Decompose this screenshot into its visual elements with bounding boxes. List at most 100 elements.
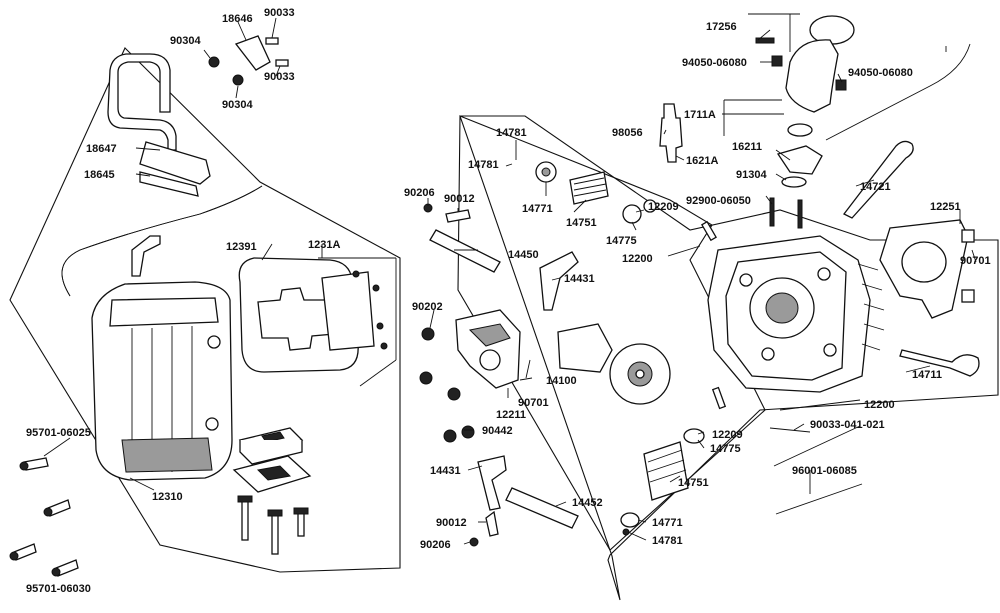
nut-90304a xyxy=(208,56,220,68)
label-14771: 14771 xyxy=(522,203,553,215)
cam-nuts xyxy=(419,327,475,443)
cylinder-head xyxy=(707,235,885,393)
label-14452: 14452 xyxy=(572,497,603,509)
label-17256: 17256 xyxy=(706,21,737,33)
cylinder-head-cover xyxy=(91,281,233,481)
label-14781: 14781 xyxy=(496,127,527,139)
gasket-16211 xyxy=(776,145,823,175)
head-gasket-bore xyxy=(901,241,947,283)
leader-lines xyxy=(43,17,977,577)
label-12211: 12211 xyxy=(496,409,526,421)
label-18646: 18646 xyxy=(222,13,253,25)
valve-guide-upper xyxy=(701,220,717,242)
camshaft xyxy=(557,323,671,405)
label-16211: 16211 xyxy=(732,141,762,153)
spark-plug xyxy=(659,103,683,163)
label-90442: 90442 xyxy=(482,425,513,437)
label-90701: 90701 xyxy=(518,397,549,409)
breather-pipe xyxy=(107,53,211,197)
breather-hose-inner xyxy=(61,185,263,297)
label-14781: 14781 xyxy=(468,159,499,171)
label-90033: 90033 xyxy=(264,7,295,19)
cylinder-head-group-boundary xyxy=(459,115,999,601)
nut-90206b xyxy=(469,537,479,547)
part-labels: 17256 18646 90033 90304 90033 90304 9405… xyxy=(26,7,991,595)
intake-valve-14711 xyxy=(899,349,980,377)
stud-90033b xyxy=(275,59,289,67)
label-94050-06080: 94050-06080 xyxy=(682,57,747,69)
cylinder-head-cover-group-boundary xyxy=(9,47,401,573)
label-14751: 14751 xyxy=(678,477,709,489)
label-96001-06085: 96001-06085 xyxy=(792,465,857,477)
label-1711A: 1711A xyxy=(684,109,716,121)
label-12209: 12209 xyxy=(648,201,679,213)
label-90012: 90012 xyxy=(436,517,467,529)
label-14721: 14721 xyxy=(860,181,891,193)
label-14771: 14771 xyxy=(652,517,683,529)
label-90701: 90701 xyxy=(960,255,991,267)
label-90304: 90304 xyxy=(170,35,201,47)
label-12310: 12310 xyxy=(152,491,183,503)
pin-90033 xyxy=(769,427,811,433)
label-90206: 90206 xyxy=(420,539,451,551)
dowel-90701a xyxy=(961,229,975,243)
label-90033: 90033 xyxy=(264,71,295,83)
cover-seal-plate xyxy=(321,271,375,351)
intake-manifold xyxy=(771,15,855,137)
label-90202: 90202 xyxy=(412,301,443,313)
breather-fitting xyxy=(131,235,161,277)
long-bolts xyxy=(237,495,309,555)
valve-spring-upper xyxy=(535,161,657,224)
label-12251: 12251 xyxy=(930,201,961,213)
label-14450: 14450 xyxy=(508,249,539,261)
label-94050-06080: 94050-06080 xyxy=(848,67,913,79)
bolt-17256 xyxy=(755,37,775,44)
label-14775: 14775 xyxy=(710,443,741,455)
label-14431: 14431 xyxy=(564,273,595,285)
label-12200: 12200 xyxy=(864,399,895,411)
label-90206: 90206 xyxy=(404,187,435,199)
label-90033-041-021: 90033-041-021 xyxy=(810,419,885,431)
label-14781: 14781 xyxy=(652,535,683,547)
vacuum-hose xyxy=(825,43,971,141)
stud-92900a xyxy=(769,197,775,227)
label-95701-06025: 95701-06025 xyxy=(26,427,91,439)
cover-screws xyxy=(9,457,79,577)
rocker-shaft-14452 xyxy=(505,487,579,529)
rocker-arm-14431b xyxy=(477,455,507,511)
valve-spring-lower xyxy=(620,428,705,536)
nut-90304b xyxy=(232,74,244,86)
exhaust-valve-14721 xyxy=(843,140,914,219)
label-14431: 14431 xyxy=(430,465,461,477)
label-14775: 14775 xyxy=(606,235,637,247)
adjust-screw-90012a xyxy=(445,209,471,223)
label-14751: 14751 xyxy=(566,217,597,229)
label-1621A: 1621A xyxy=(686,155,718,167)
label-14711: 14711 xyxy=(912,369,942,381)
label-12209: 12209 xyxy=(712,429,743,441)
stud-96001b xyxy=(775,483,863,515)
adjust-screw-90012 xyxy=(485,510,499,537)
camshaft-holder xyxy=(455,309,521,389)
label-12391: 12391 xyxy=(226,241,257,253)
o-ring-91304 xyxy=(781,176,807,188)
label-12200: 12200 xyxy=(622,253,653,265)
label-1231A: 1231A xyxy=(308,239,340,251)
stud-96001a xyxy=(773,425,861,467)
label-14100: 14100 xyxy=(546,375,577,387)
breather-gasket-18646 xyxy=(234,35,271,71)
label-92900-06050: 92900-06050 xyxy=(686,195,751,207)
label-98056: 98056 xyxy=(612,127,643,139)
label-18647: 18647 xyxy=(86,143,117,155)
label-95701-06030: 95701-06030 xyxy=(26,583,91,595)
cover-bolts xyxy=(352,270,388,350)
valve-guide-lower xyxy=(711,386,727,410)
separator-plate xyxy=(232,427,312,493)
label-90304: 90304 xyxy=(222,99,253,111)
label-91304: 91304 xyxy=(736,169,767,181)
label-90012: 90012 xyxy=(444,193,475,205)
stud-90033a xyxy=(265,37,279,45)
stud-92900b xyxy=(797,199,803,229)
